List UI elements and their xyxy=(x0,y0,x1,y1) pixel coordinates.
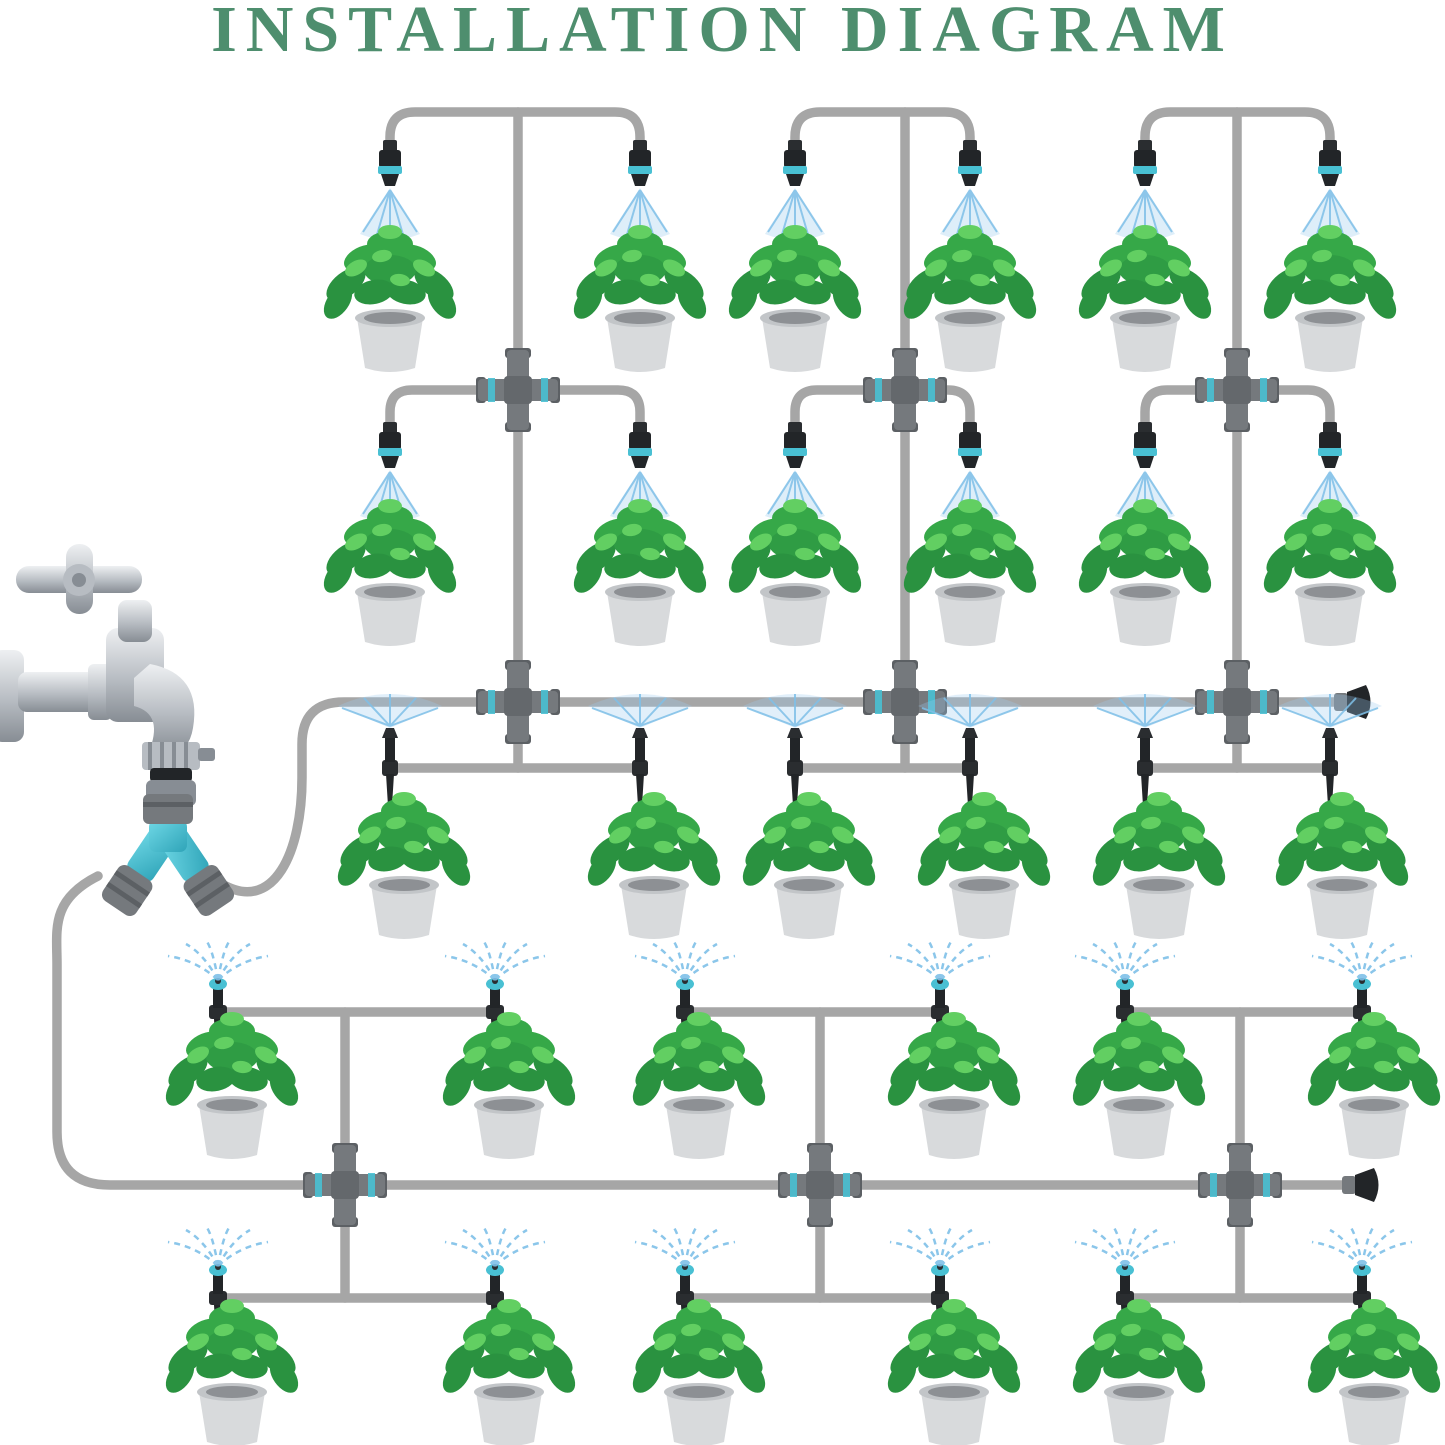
micro-sprayer xyxy=(587,693,693,815)
micro-sprayer xyxy=(337,693,443,815)
potted-plant xyxy=(568,225,712,372)
potted-plant xyxy=(318,225,462,372)
plants xyxy=(160,225,1445,1445)
potted-plant xyxy=(627,1012,771,1159)
potted-plant xyxy=(723,499,867,646)
micro-sprayer xyxy=(917,693,1023,815)
potted-plant xyxy=(318,499,462,646)
potted-plant xyxy=(1073,225,1217,372)
main-supply-tube xyxy=(51,871,1349,1190)
potted-plant xyxy=(1087,792,1231,939)
potted-plant xyxy=(1302,1012,1445,1159)
potted-plant xyxy=(898,499,1042,646)
potted-plant xyxy=(627,1299,771,1445)
potted-plant xyxy=(1258,499,1402,646)
cross-connector xyxy=(778,1143,862,1227)
potted-plant xyxy=(437,1012,581,1159)
faucet-handle xyxy=(16,544,142,614)
potted-plant xyxy=(882,1299,1026,1445)
micro-sprayer xyxy=(1277,693,1383,815)
micro-sprayer xyxy=(742,693,848,815)
micro-sprayer xyxy=(1092,693,1198,815)
potted-plant xyxy=(160,1012,304,1159)
potted-plant xyxy=(582,792,726,939)
cross-connector xyxy=(476,660,560,744)
potted-plant xyxy=(568,499,712,646)
potted-plant xyxy=(898,225,1042,372)
potted-plant xyxy=(882,1012,1026,1159)
potted-plant xyxy=(723,225,867,372)
potted-plant xyxy=(737,792,881,939)
tube-segment xyxy=(790,107,975,167)
cross-connector xyxy=(1198,1143,1282,1227)
cross-connector xyxy=(476,348,560,432)
cross-connector xyxy=(863,348,947,432)
cross-connector xyxy=(1195,348,1279,432)
potted-plant xyxy=(1270,792,1414,939)
potted-plant xyxy=(1073,499,1217,646)
end-plug xyxy=(1342,1168,1379,1202)
hose-clamp xyxy=(142,742,215,770)
potted-plant xyxy=(1302,1299,1445,1445)
potted-plant xyxy=(332,792,476,939)
potted-plant xyxy=(1067,1299,1211,1445)
potted-plant xyxy=(437,1299,581,1445)
faucet xyxy=(0,544,215,806)
potted-plant xyxy=(160,1299,304,1445)
y-splitter xyxy=(101,794,235,917)
faucet-assembly xyxy=(0,544,235,917)
potted-plant xyxy=(1258,225,1402,372)
hose-adapter xyxy=(150,768,192,782)
main-supply-tube xyxy=(217,697,1341,897)
potted-plant xyxy=(912,792,1056,939)
page-title: INSTALLATION DIAGRAM xyxy=(211,0,1234,66)
cross-connector xyxy=(1195,660,1279,744)
cross-connector xyxy=(303,1143,387,1227)
potted-plant xyxy=(1067,1012,1211,1159)
